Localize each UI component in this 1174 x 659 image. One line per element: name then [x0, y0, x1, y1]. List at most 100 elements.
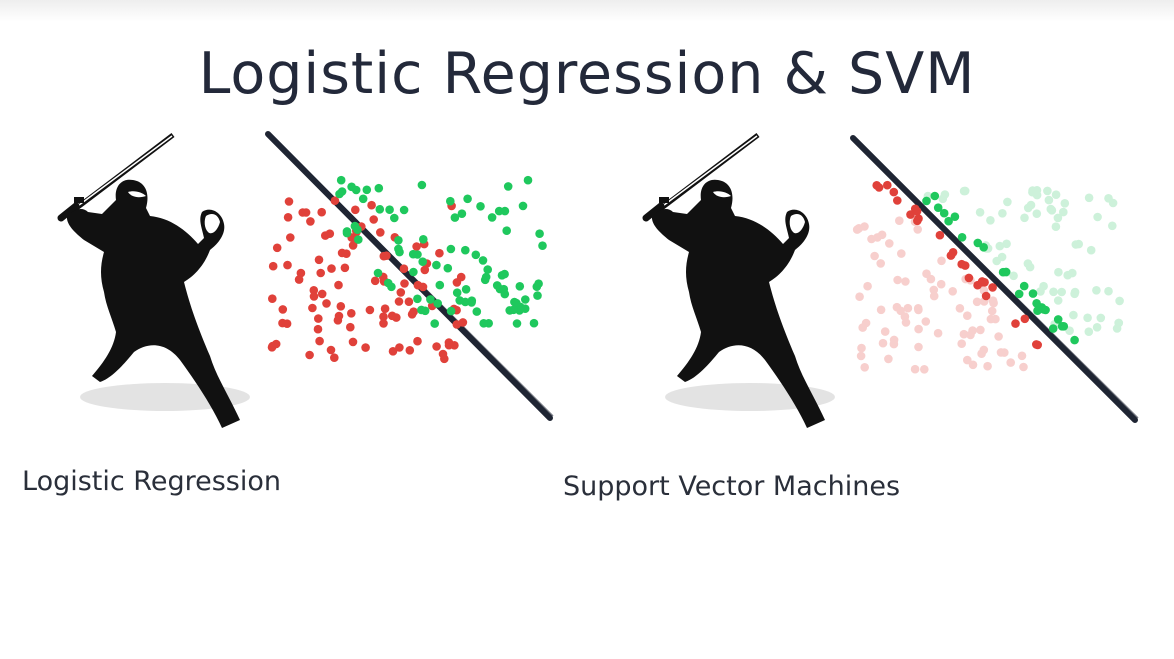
class-a-faded-point [994, 332, 1003, 341]
decision-boundary-line [850, 135, 1139, 423]
class-b-faded-point [1092, 286, 1101, 295]
class-a-point [407, 310, 417, 319]
class-b-point [472, 307, 482, 316]
class-b-point [387, 282, 396, 292]
class-b-point [394, 244, 403, 254]
class-a-point [394, 297, 404, 306]
class-a-faded-point [966, 330, 975, 340]
class-a-point [313, 324, 323, 334]
class-a-point [418, 282, 428, 292]
class-a-point [334, 311, 344, 321]
support-vector-class-a [988, 283, 997, 292]
class-a-faded-point [983, 361, 992, 371]
class-a-faded-point [963, 355, 972, 365]
support-vector-class-a [957, 259, 966, 269]
support-vector-class-b [1053, 315, 1063, 324]
class-a-faded-point [852, 225, 862, 234]
class-a-faded-point [959, 329, 969, 339]
class-a-point [379, 312, 388, 321]
class-b-faded-point [1057, 287, 1066, 297]
class-b-faded-point [1114, 318, 1123, 328]
class-b-faded-point [1025, 262, 1035, 272]
class-a-faded-point [955, 304, 965, 313]
class-b-point [481, 272, 491, 282]
class-b-faded-point [1049, 287, 1058, 297]
class-b-point [336, 175, 346, 185]
support-vector-class-b [957, 233, 967, 242]
class-a-faded-point [926, 274, 936, 284]
class-a-point [306, 217, 315, 226]
support-vector-class-a [973, 280, 982, 290]
logistic-regression-panel [0, 120, 560, 450]
class-a-point [396, 288, 406, 297]
class-b-point [515, 282, 525, 291]
class-b-point [446, 306, 456, 316]
class-b-point [450, 213, 460, 222]
class-a-point [379, 319, 388, 328]
class-b-faded-point [1032, 186, 1042, 195]
support-vector-class-a [964, 273, 974, 283]
class-a-point [369, 215, 379, 224]
class-a-faded-point [880, 327, 890, 336]
class-a-point [314, 314, 323, 323]
support-vector-class-a [1032, 340, 1041, 349]
class-b-faded-point [1009, 271, 1018, 281]
class-b-faded-point [1086, 245, 1096, 255]
class-a-point [382, 251, 391, 260]
class-a-faded-point [1019, 362, 1028, 372]
class-b-faded-point [992, 256, 1001, 266]
class-a-faded-point [889, 339, 899, 349]
class-a-faded-point [876, 259, 885, 268]
class-b-faded-point [940, 190, 950, 199]
class-a-point [404, 297, 414, 306]
support-vector-class-a [935, 230, 945, 240]
class-b-faded-point [1051, 222, 1061, 231]
class-a-point [388, 347, 398, 356]
class-a-faded-point [914, 324, 923, 334]
class-b-point [353, 225, 362, 234]
class-b-point [354, 235, 363, 244]
class-b-point [417, 305, 426, 315]
class-a-point [283, 260, 292, 270]
class-b-faded-point [1003, 197, 1012, 207]
class-b-faded-point [1039, 281, 1048, 291]
class-a-faded-point [968, 360, 978, 370]
class-b-point [461, 285, 471, 294]
class-b-faded-point [1104, 286, 1113, 296]
class-a-point [317, 289, 327, 299]
class-a-faded-point [933, 328, 943, 338]
slide-title: Logistic Regression & SVM [198, 41, 976, 107]
class-b-faded-point [1026, 200, 1036, 210]
support-vector-class-b [1057, 322, 1067, 331]
class-b-faded-point [1070, 289, 1079, 299]
class-a-faded-point [1017, 351, 1027, 361]
class-b-faded-point [1108, 221, 1117, 231]
class-b-point [533, 291, 542, 300]
class-b-point [483, 265, 493, 274]
class-b-point [385, 205, 394, 214]
class-a-point [400, 279, 409, 288]
support-vector-class-b [933, 203, 943, 212]
class-a-point [336, 302, 346, 311]
class-b-faded-point [1092, 323, 1102, 332]
class-b-faded-point [998, 209, 1007, 218]
support-vector-class-b [939, 208, 949, 218]
support-vector-class-b [1033, 306, 1042, 315]
class-b-faded-point [1054, 267, 1063, 277]
support-vector-class-b [944, 216, 953, 226]
ninja-figure-icon [57, 133, 250, 428]
class-a-faded-point [863, 281, 872, 291]
class-b-point [467, 298, 476, 307]
class-b-faded-point [1046, 204, 1056, 214]
class-a-point [348, 337, 358, 347]
class-a-faded-point [856, 351, 866, 361]
class-a-faded-point [855, 292, 864, 301]
class-b-point [418, 257, 428, 266]
class-b-faded-point [995, 241, 1005, 251]
class-b-faded-point [1060, 199, 1070, 208]
class-b-point [399, 205, 409, 215]
class-a-point [309, 292, 319, 301]
support-vector-class-a [914, 214, 923, 223]
class-b-point [512, 319, 522, 328]
class-b-faded-point [1074, 239, 1083, 249]
